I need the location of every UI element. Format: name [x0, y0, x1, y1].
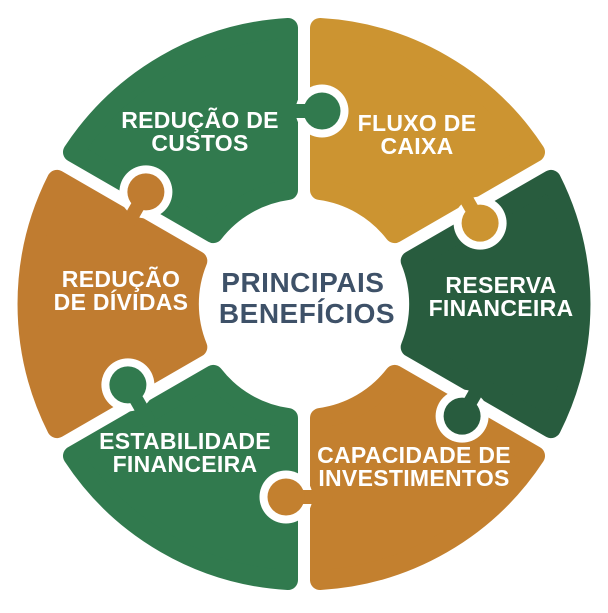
diagram-title-line2: BENEFÍCIOS — [219, 298, 395, 329]
piece-fluxo-de-caixa — [310, 18, 545, 244]
piece-label-line: CAIXA — [380, 133, 453, 159]
piece-label-line: CUSTOS — [151, 130, 248, 156]
piece-label-line: REDUÇÃO — [62, 265, 180, 292]
piece-label-line: DE DÍVIDAS — [54, 288, 189, 315]
piece-label-line: REDUÇÃO DE — [121, 106, 279, 133]
piece-label-line: RESERVA — [445, 272, 556, 298]
piece-label-line: FINANCEIRA — [429, 295, 574, 321]
diagram-title: PRINCIPAIS BENEFÍCIOS — [219, 267, 395, 329]
piece-label-line: ESTABILIDADE — [99, 428, 271, 454]
piece-estabilidade-financeira — [63, 364, 298, 590]
piece-label-line: CAPACIDADE DE — [317, 442, 511, 468]
piece-reserva-financeira — [400, 169, 591, 439]
puzzle-tab-knob — [443, 397, 481, 435]
piece-reducao-de-dividas — [17, 169, 208, 439]
puzzle-tab-knob — [461, 204, 499, 242]
puzzle-tab-knob — [109, 366, 147, 404]
puzzle-tab-knob — [127, 173, 165, 211]
puzzle-tab-knob — [267, 478, 305, 516]
puzzle-tab-knob — [303, 92, 341, 130]
piece-label-line: INVESTIMENTOS — [318, 465, 509, 491]
piece-label-line: FINANCEIRA — [113, 451, 258, 477]
piece-label-line: FLUXO DE — [358, 110, 477, 136]
diagram-title-line1: PRINCIPAIS — [221, 267, 384, 298]
